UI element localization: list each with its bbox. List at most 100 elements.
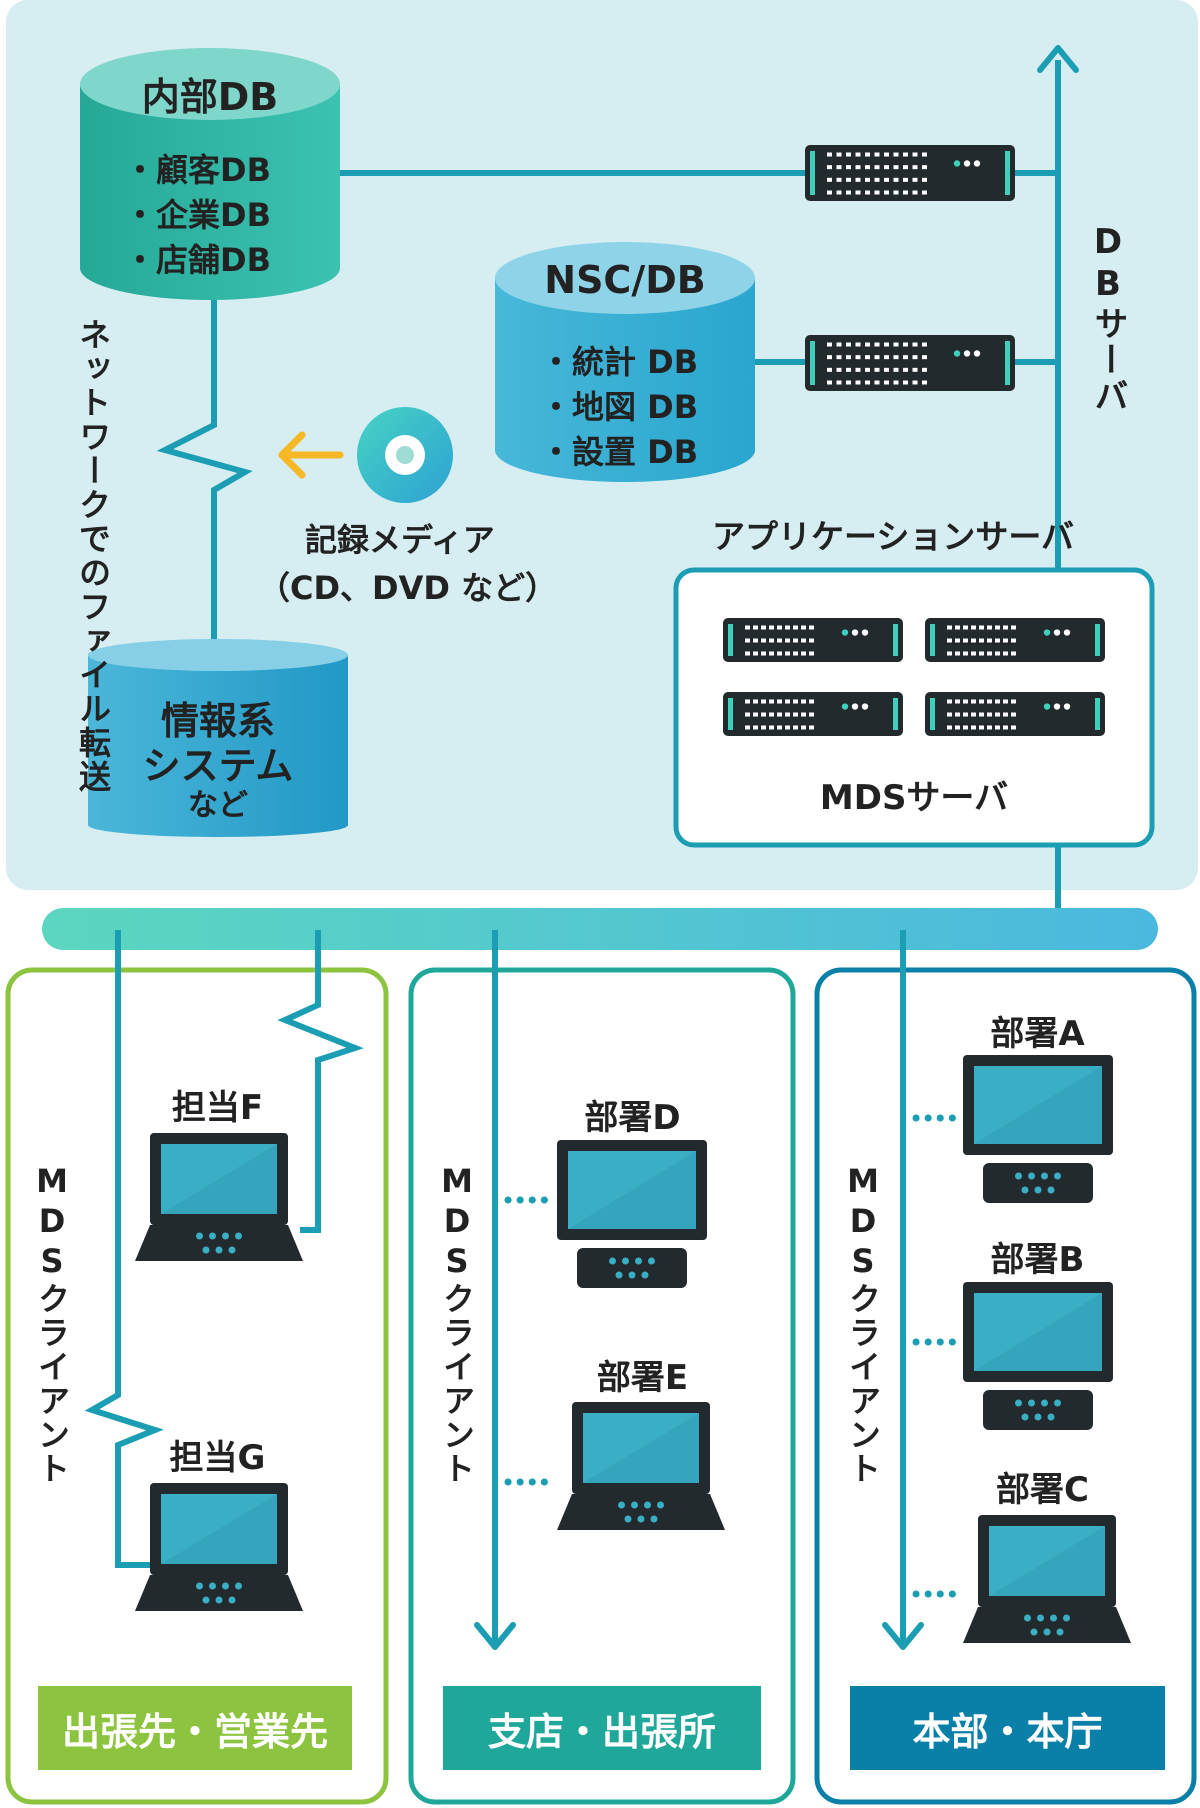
rack-accent: [930, 698, 935, 730]
rack-vent: [801, 625, 806, 630]
rack-vent: [971, 651, 976, 656]
key-dot: [222, 1232, 229, 1240]
rack-vent: [903, 177, 908, 182]
rack-vent: [801, 638, 806, 643]
rack-vent: [903, 367, 908, 372]
rack-vent: [793, 638, 798, 643]
key-dot: [196, 1232, 203, 1240]
internal-db-cylinder: [80, 48, 340, 300]
rack-vent: [827, 190, 832, 195]
screen-shade: [568, 1151, 696, 1229]
rack-vent: [963, 625, 968, 630]
rack-vent: [745, 699, 750, 704]
rack-vent: [793, 651, 798, 656]
laptop-base: [963, 1607, 1131, 1643]
info-system-cylinder: [88, 639, 348, 837]
rack-vent: [912, 152, 918, 157]
rack-vent: [801, 725, 806, 730]
rack-vent: [809, 699, 814, 704]
rack-vent: [1003, 625, 1008, 630]
key-dot: [648, 1257, 655, 1265]
laptop-base: [135, 1225, 303, 1261]
key-dot: [235, 1232, 242, 1240]
key-dot: [1063, 1614, 1070, 1622]
key-dot: [1015, 1172, 1022, 1180]
key-dot: [628, 1271, 636, 1279]
media-sub-label: （CD、DVD など）: [258, 569, 558, 607]
rack-vent: [865, 190, 870, 195]
rack-vent: [785, 638, 790, 643]
dotted-connectors: [504, 1114, 960, 1598]
rack-led: [963, 350, 971, 357]
rack-accent: [810, 151, 815, 195]
rack-vent: [801, 651, 806, 656]
key-dot: [1028, 1172, 1035, 1180]
rack-vent: [893, 190, 899, 195]
device-label-busho-c: 部署C: [996, 1470, 1089, 1510]
rack-vent: [793, 699, 798, 704]
rack-vent: [846, 152, 851, 157]
rack-vent: [769, 725, 774, 730]
rack-vent: [865, 380, 870, 385]
key-dot: [1034, 1186, 1042, 1194]
rack-vent: [955, 625, 960, 630]
key-dot: [1054, 1172, 1061, 1180]
db-server-label: DBサーバ: [1088, 222, 1128, 414]
rack-vent: [971, 638, 976, 643]
monitor-screen: [974, 1293, 1102, 1371]
rack-vent: [903, 190, 908, 195]
rack-vent: [761, 699, 766, 704]
key-dot: [235, 1582, 242, 1590]
rack-vent: [753, 699, 758, 704]
rack-vent: [912, 165, 918, 170]
rack-vent: [761, 712, 766, 717]
rack-vent: [827, 342, 832, 347]
desktop-pc-icon: [963, 1282, 1113, 1430]
rack-vent: [827, 165, 832, 170]
rack-led: [851, 629, 859, 636]
rack-vent: [836, 177, 842, 182]
rack-vent: [963, 651, 968, 656]
rack-led: [1063, 629, 1071, 636]
rack-vent: [745, 712, 750, 717]
rack-vent: [785, 712, 790, 717]
rack-vent: [865, 177, 870, 182]
rack-vent: [827, 152, 832, 157]
rack-vent: [1011, 712, 1016, 717]
device-label-tanto-g: 担当G: [169, 1438, 266, 1478]
laptop-screen: [161, 1144, 277, 1214]
rack-vent: [971, 699, 976, 704]
rack-vent: [809, 651, 814, 656]
rack-vent: [874, 342, 880, 347]
rack-vent: [979, 712, 984, 717]
rack-vent: [801, 699, 806, 704]
key-dot: [650, 1515, 658, 1523]
laptop-icon: [963, 1515, 1131, 1643]
laptop-screen: [989, 1526, 1105, 1596]
rack-vent: [947, 712, 952, 717]
laptop-icon: [135, 1483, 303, 1611]
key-dot: [1041, 1172, 1048, 1180]
network-lines: [156, 60, 1061, 912]
rack-vent: [745, 725, 750, 730]
desktop-pc-icon: [557, 1140, 707, 1288]
key-dot: [209, 1232, 216, 1240]
rack-vent: [846, 342, 851, 347]
rack-vent: [1011, 638, 1016, 643]
internal-db-title: 内部DB: [141, 75, 279, 119]
device-label-busho-e: 部署E: [596, 1358, 689, 1398]
rack-vent: [922, 342, 927, 347]
rack-vent: [809, 712, 814, 717]
rack-vent: [903, 342, 908, 347]
db-server-icon: [805, 335, 1015, 391]
rack-vent: [836, 165, 842, 170]
rack-vent: [874, 152, 880, 157]
mds-server-label: MDSサーバ: [819, 778, 1009, 818]
rack-vent: [987, 651, 992, 656]
device-label-busho-a: 部署A: [990, 1014, 1085, 1054]
nsc-db-item: ・設置 DB: [540, 433, 699, 471]
rack-vent: [884, 380, 889, 385]
rack-vent: [846, 380, 851, 385]
rack-vent: [827, 177, 832, 182]
